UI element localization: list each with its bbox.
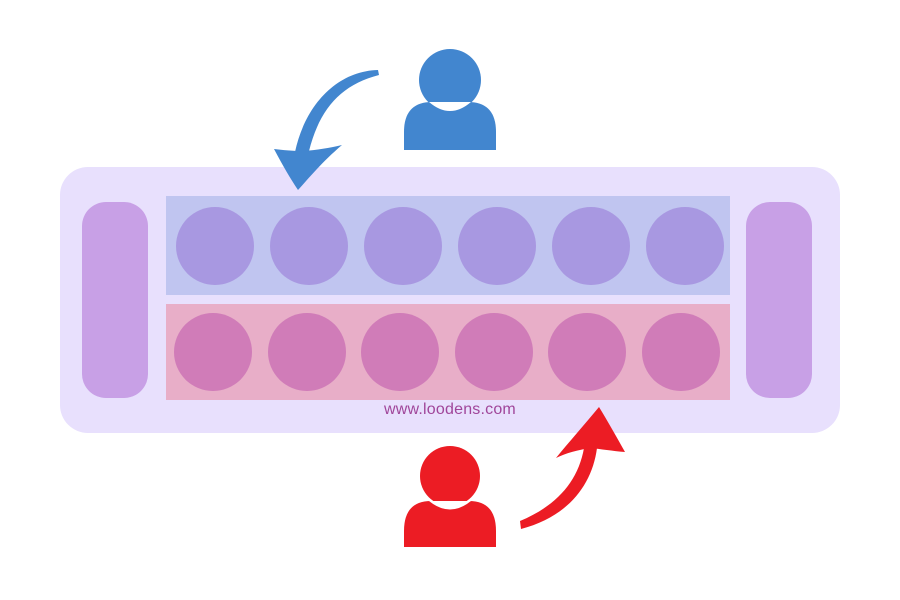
top-pit-6: [646, 206, 724, 285]
bottom-pit-1: [174, 313, 252, 391]
bottom-pit-row: [166, 304, 730, 400]
top-pit-5: [552, 206, 630, 285]
bottom-pit-2: [267, 313, 346, 391]
player-top-user-icon: [404, 49, 496, 150]
top-pit-row: [166, 196, 730, 295]
bottom-pit-5: [548, 313, 627, 391]
watermark-text: www.loodens.com: [384, 401, 516, 418]
left-store: [82, 202, 148, 398]
top-pit-3: [364, 206, 442, 285]
right-store: [746, 202, 812, 398]
top-pit-2: [270, 206, 348, 285]
bottom-pit-4: [454, 313, 533, 391]
bottom-pit-3: [361, 313, 440, 391]
bottom-pit-6: [641, 313, 720, 391]
player-bottom-user-icon: [404, 446, 496, 547]
top-pit-1: [176, 206, 254, 285]
top-pit-4: [458, 206, 536, 285]
